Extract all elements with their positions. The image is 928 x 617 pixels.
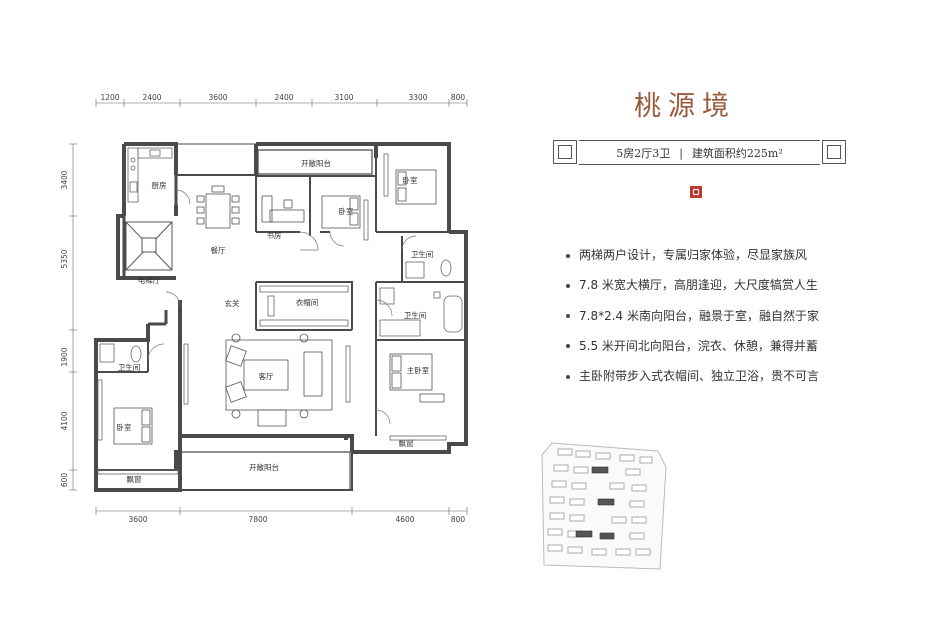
dim-bottom-3: 4600 bbox=[395, 515, 414, 524]
dim-top-5: 3100 bbox=[334, 93, 353, 102]
bullet-icon bbox=[566, 253, 570, 258]
spec-band-lines bbox=[579, 140, 820, 165]
bullet-icon bbox=[566, 344, 570, 349]
label-bedroom-mid: 卧室 bbox=[339, 206, 354, 216]
dimension-labels-bottom: 3600 7800 4600 800 bbox=[128, 515, 465, 524]
bed-north bbox=[395, 169, 437, 205]
feature-list: 两梯两户设计，专属归家体验，尽显家族风 7.8 米宽大横厅，高朋逢迎，大尺度犒赏… bbox=[566, 248, 819, 399]
dimension-lines bbox=[69, 99, 468, 515]
room-labels: 厨房 开敞阳台 卧室 卧室 书房 餐厅 电梯厅 卫生间 卫生间 玄关 衣帽间 客… bbox=[117, 158, 434, 484]
wardrobe-racks bbox=[259, 285, 349, 327]
dim-top-4: 2400 bbox=[274, 93, 293, 102]
feature-text: 两梯两户设计，专属归家体验，尽显家族风 bbox=[579, 248, 808, 262]
windows bbox=[97, 153, 447, 475]
feature-text: 7.8 米宽大横厅，高朋逢迎，大尺度犒赏人生 bbox=[579, 278, 818, 293]
feature-item: 7.8*2.4 米南向阳台，融景于室，融自然于家 bbox=[566, 309, 819, 324]
floor-plan: 1200 2400 3600 2400 3100 3300 800 3600 7… bbox=[60, 93, 468, 524]
label-wardrobe: 衣帽间 bbox=[296, 297, 319, 307]
label-entrance: 玄关 bbox=[225, 298, 240, 308]
kitchen-fixtures bbox=[127, 147, 173, 203]
dim-bottom-1: 3600 bbox=[128, 515, 147, 524]
feature-item: 5.5 米开间北向阳台，浣衣、休憩，兼得并蓄 bbox=[566, 339, 819, 354]
elevator bbox=[125, 221, 173, 271]
dim-left-4: 4100 bbox=[60, 411, 69, 430]
label-kitchen: 厨房 bbox=[152, 180, 167, 190]
dim-left-3: 1900 bbox=[60, 347, 69, 366]
dim-top-7: 800 bbox=[451, 93, 466, 102]
label-study: 书房 bbox=[267, 230, 282, 240]
feature-item: 主卧附带步入式衣帽间、独立卫浴，贵不可言 bbox=[566, 369, 819, 384]
site-plan-thumbnail bbox=[541, 442, 667, 570]
site-buildings bbox=[547, 448, 653, 556]
label-bath-2: 卫生间 bbox=[404, 310, 427, 320]
dimension-labels-top: 1200 2400 3600 2400 3100 3300 800 bbox=[100, 93, 465, 102]
label-bath-3: 卫生间 bbox=[118, 362, 141, 372]
bullet-icon bbox=[566, 314, 570, 319]
bullet-icon bbox=[566, 283, 570, 288]
spec-area: 建筑面积约225m² bbox=[691, 147, 783, 160]
study-desk bbox=[261, 195, 305, 223]
dim-bottom-4: 800 bbox=[451, 515, 466, 524]
label-elevator-hall: 电梯厅 bbox=[138, 275, 161, 285]
project-title: 桃源境 bbox=[634, 91, 736, 122]
label-south-balcony: 开敞阳台 bbox=[249, 462, 279, 472]
ornament-left-icon bbox=[553, 140, 577, 164]
label-bedroom-north: 卧室 bbox=[403, 175, 418, 185]
bed-mid bbox=[321, 195, 361, 229]
dimension-labels-left: 3400 5350 1900 4100 600 bbox=[60, 170, 69, 487]
dim-bottom-2: 7800 bbox=[248, 515, 267, 524]
label-bath-1: 卫生间 bbox=[411, 249, 434, 259]
label-north-balcony: 开敞阳台 bbox=[301, 158, 331, 168]
feature-text: 主卧附带步入式衣帽间、独立卫浴，贵不可言 bbox=[579, 369, 820, 384]
label-bay-window-2: 飘窗 bbox=[127, 474, 142, 484]
dim-top-6: 3300 bbox=[408, 93, 427, 102]
dining-table bbox=[196, 185, 240, 229]
bullet-icon bbox=[566, 374, 570, 379]
doors bbox=[147, 189, 417, 425]
spec-text: 5房2厅3卫 | 建筑面积约225m² bbox=[579, 145, 820, 161]
label-bedroom-sw: 卧室 bbox=[117, 422, 132, 432]
spec-band: 5房2厅3卫 | 建筑面积约225m² bbox=[553, 140, 846, 165]
dim-left-2: 5350 bbox=[60, 249, 69, 268]
dim-left-5: 600 bbox=[60, 473, 69, 488]
label-bay-window-1: 飘窗 bbox=[399, 438, 414, 448]
feature-text: 5.5 米开间北向阳台，浣衣、休憩，兼得并蓄 bbox=[579, 338, 818, 353]
walls bbox=[94, 142, 468, 492]
dim-top-3: 3600 bbox=[208, 93, 227, 102]
red-seal-icon bbox=[690, 186, 702, 198]
dim-top-1: 1200 bbox=[100, 93, 119, 102]
label-living: 客厅 bbox=[259, 371, 274, 381]
spec-layout: 5房2厅3卫 bbox=[616, 147, 671, 160]
feature-item: 7.8 米宽大横厅，高朋逢迎，大尺度犒赏人生 bbox=[566, 278, 819, 293]
site-highlighted-buildings bbox=[575, 466, 615, 540]
dim-left-1: 3400 bbox=[60, 170, 69, 189]
label-master-bedroom: 主卧室 bbox=[407, 365, 430, 375]
ornament-right-icon bbox=[822, 140, 846, 164]
feature-text: 7.8*2.4 米南向阳台，融景于室，融自然于家 bbox=[579, 308, 819, 323]
living-furniture bbox=[225, 333, 333, 427]
label-dining: 餐厅 bbox=[211, 246, 226, 255]
bed-sw bbox=[113, 407, 153, 445]
bed-master bbox=[389, 353, 445, 403]
feature-item: 两梯两户设计，专属归家体验，尽显家族风 bbox=[566, 248, 819, 263]
spec-separator: | bbox=[679, 147, 683, 160]
dim-top-2: 2400 bbox=[142, 93, 161, 102]
